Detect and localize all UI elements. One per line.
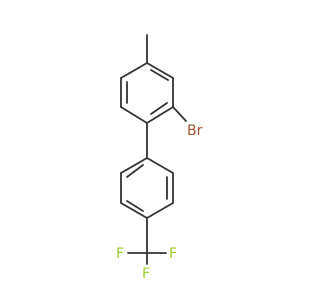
bond	[172, 106, 187, 122]
bonds	[120, 34, 187, 265]
atom-br-label: Br	[187, 123, 203, 139]
bond	[150, 102, 168, 115]
atom-f-right-label: F	[169, 246, 177, 262]
bond	[120, 202, 148, 219]
bond	[146, 62, 174, 79]
atom-labels: Br F F F	[116, 123, 203, 282]
atom-f-left-label: F	[116, 246, 124, 262]
bond	[146, 106, 174, 124]
bond	[126, 164, 144, 178]
atom-f-bottom-label: F	[142, 266, 150, 282]
bond	[146, 202, 174, 219]
bond	[120, 106, 148, 124]
structure-canvas: Br F F F	[116, 34, 203, 282]
bond	[120, 157, 148, 174]
bond	[120, 62, 148, 79]
bond	[150, 69, 169, 81]
bond	[146, 157, 174, 174]
molecule-diagram: Br F F F	[116, 34, 203, 282]
bond	[126, 200, 144, 212]
